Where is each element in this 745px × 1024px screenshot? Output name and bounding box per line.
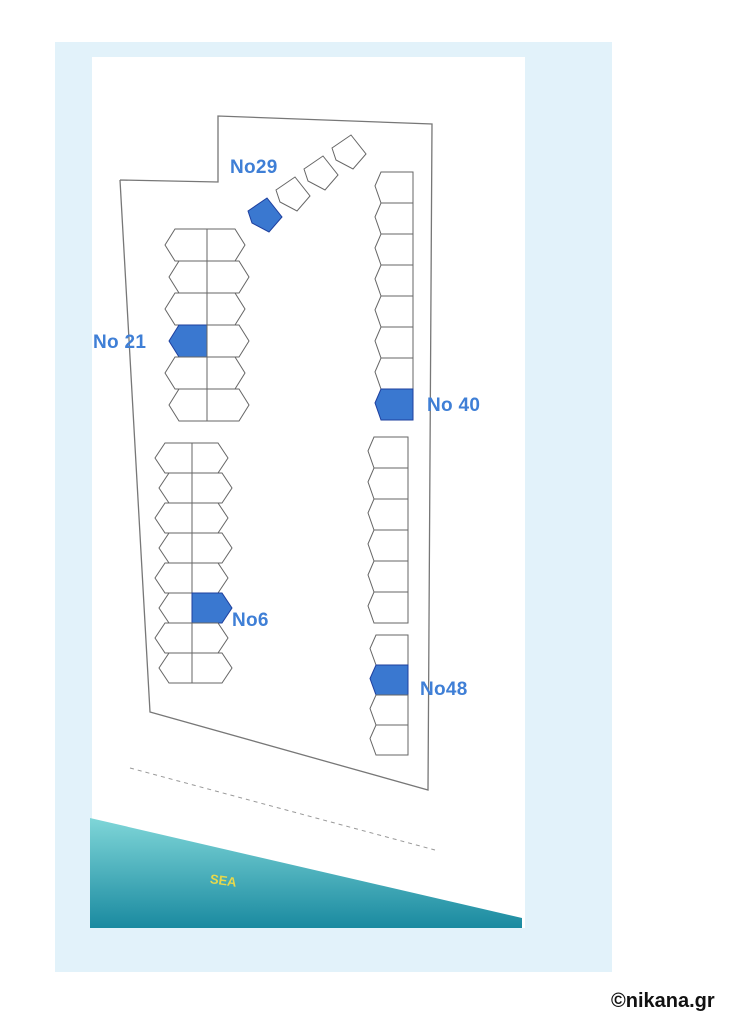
label-no48: No48 [420,679,468,700]
umbrella-spot[interactable] [191,472,233,504]
umbrella-spot[interactable] [374,295,414,328]
label-no21: No 21 [93,332,147,353]
umbrella-spot[interactable] [191,652,233,684]
umbrella-spot[interactable] [206,228,246,262]
umbrella-spot[interactable] [191,562,229,594]
beach-boundary [119,115,433,791]
umbrella-spot[interactable] [374,326,414,359]
umbrella-spot[interactable] [367,467,409,500]
umbrella-spot[interactable] [191,442,229,474]
label-no40: No 40 [427,395,481,416]
umbrella-spot[interactable] [331,134,367,170]
umbrella-spot[interactable] [369,694,409,726]
umbrella-spot[interactable] [367,498,409,531]
umbrella-spot[interactable] [374,264,414,297]
umbrella-spot[interactable] [374,233,414,266]
sea-area [90,818,522,928]
umbrella-spot[interactable] [374,171,414,204]
label-no6: No6 [232,610,269,631]
umbrella-spot[interactable] [369,724,409,756]
umbrella-spot[interactable] [367,529,409,562]
umbrella-spot[interactable] [374,202,414,235]
umbrella-spot[interactable] [206,388,250,422]
umbrella-spot[interactable] [369,634,409,666]
umbrella-spot[interactable] [206,356,246,390]
umbrella-spot[interactable] [374,357,414,390]
umbrella-spot-selected[interactable] [369,664,409,696]
umbrella-spot-selected[interactable] [374,388,414,421]
umbrella-spot[interactable] [191,622,229,654]
umbrella-spot[interactable] [367,591,409,624]
umbrella-spot[interactable] [206,260,250,294]
umbrella-spot[interactable] [206,324,250,358]
umbrella-spot-selected[interactable] [247,197,283,233]
umbrella-spot[interactable] [206,292,246,326]
umbrella-spot[interactable] [303,155,339,191]
umbrella-spot[interactable] [191,502,229,534]
umbrella-spot[interactable] [275,176,311,212]
umbrella-spot[interactable] [191,532,233,564]
map-area [92,57,525,928]
umbrella-spot-selected[interactable] [191,592,233,624]
watermark: ©nikana.gr [611,990,715,1012]
label-no29: No29 [230,157,278,178]
umbrella-spot[interactable] [168,388,208,422]
umbrella-spot[interactable] [367,436,409,469]
umbrella-spot[interactable] [158,652,193,684]
umbrella-spot[interactable] [367,560,409,593]
